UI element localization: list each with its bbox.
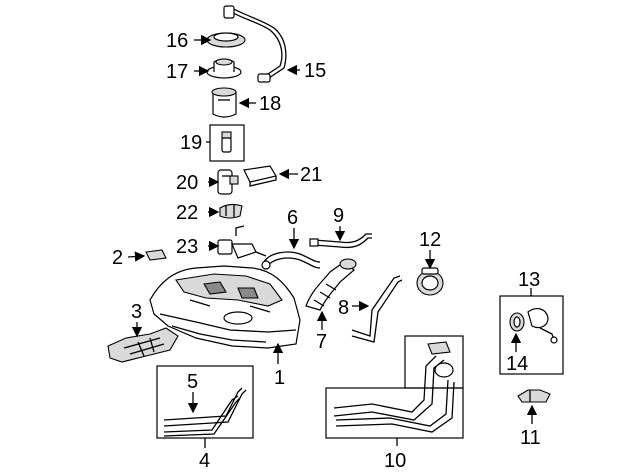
- callout-2: 2: [112, 247, 123, 269]
- callout-5: 5: [187, 371, 198, 393]
- callout-17: 17: [166, 61, 188, 83]
- part-22-retainer: [219, 203, 243, 219]
- callout-22: 22: [176, 202, 198, 224]
- callout-9: 9: [333, 205, 344, 227]
- part-18-pump-body: [211, 87, 237, 118]
- part-21-filter-pad: [243, 165, 277, 187]
- part-6-hose: [261, 251, 321, 270]
- part-3-heat-shield: [107, 327, 179, 363]
- callout-labels: 1 2 3 4 5 6 7 8 9 10 11 12 13 14 15 16 1…: [112, 30, 541, 472]
- callout-23: 23: [176, 236, 198, 258]
- part-7-filler-hose: [305, 258, 357, 311]
- callout-7: 7: [316, 331, 327, 353]
- part-20-fuel-pump: [217, 169, 239, 195]
- part-17-gauge-cap: [206, 58, 242, 79]
- part-9-tube: [309, 233, 372, 249]
- callout-21: 21: [300, 164, 322, 186]
- part-10-filler-pipe-box: [325, 335, 464, 439]
- callout-8: 8: [338, 297, 349, 319]
- part-12-filler-cap: [416, 267, 444, 296]
- leader-lines: [127, 34, 538, 448]
- part-8-breather-tube: [351, 275, 403, 343]
- callout-3: 3: [131, 301, 142, 323]
- part-23-sender: [217, 225, 267, 259]
- callout-18: 18: [259, 93, 281, 115]
- callout-15: 15: [304, 60, 326, 82]
- callout-1: 1: [274, 367, 285, 389]
- part-1-fuel-tank: [149, 265, 301, 349]
- callout-14: 14: [506, 353, 528, 375]
- callout-6: 6: [287, 207, 298, 229]
- part-2-pad: [145, 249, 167, 261]
- callout-12: 12: [419, 229, 441, 251]
- callout-10: 10: [384, 450, 406, 471]
- callout-11: 11: [520, 427, 541, 449]
- part-11-bracket: [517, 389, 551, 403]
- part-19-box: [209, 124, 245, 162]
- part-4-strap-box: [156, 365, 254, 439]
- part-16-ring: [206, 32, 246, 48]
- callout-4: 4: [199, 450, 210, 471]
- callout-13: 13: [518, 269, 540, 291]
- callout-19: 19: [180, 132, 202, 154]
- callout-20: 20: [176, 172, 198, 194]
- part-15-vent-tube: [223, 5, 287, 83]
- callout-16: 16: [166, 30, 188, 52]
